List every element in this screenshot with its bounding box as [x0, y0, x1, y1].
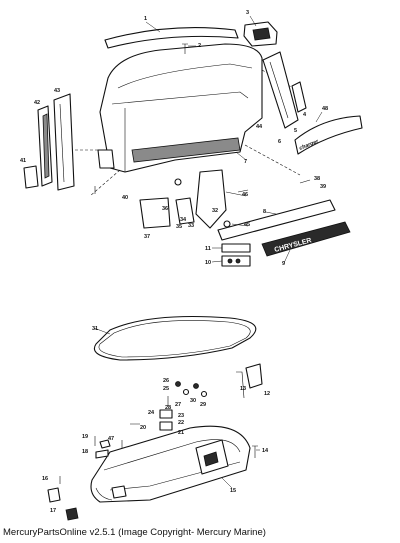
lower-trim-bar[interactable]: [217, 199, 336, 241]
callout-24: 24: [148, 410, 155, 416]
callout-22: 22: [178, 420, 184, 426]
callout-36: 36: [162, 206, 168, 212]
side-panel[interactable]: [262, 51, 299, 129]
callout-3: 3: [246, 10, 249, 16]
callout-15: 15: [230, 488, 236, 494]
callout-10: 10: [205, 260, 211, 266]
image-caption: MercuryPartsOnline v2.5.1 (Image Copyrig…: [3, 527, 266, 538]
top-trim-strip[interactable]: [104, 27, 239, 49]
callout-27: 27: [175, 402, 181, 408]
callout-30: 30: [190, 398, 196, 404]
callout-44: 44: [256, 124, 263, 130]
callout-1: 1: [144, 16, 147, 22]
callout-41: 41: [20, 158, 26, 164]
callout-31: 31: [92, 326, 98, 332]
callout-37: 37: [144, 234, 150, 240]
callout-38: 38: [314, 176, 320, 182]
callout-48: 48: [322, 106, 328, 112]
latch-bracket[interactable]: [23, 165, 39, 189]
callout-21: 21: [178, 430, 184, 436]
exploded-parts-diagram: charger CHRYSLER: [20, 10, 363, 521]
callout-40: 40: [122, 195, 128, 201]
bottom-cowl-assembly: [47, 315, 263, 521]
callout-17: 17: [50, 508, 56, 514]
callout-5: 5: [294, 128, 297, 134]
callout-2: 2: [198, 43, 201, 49]
callout-6: 6: [278, 139, 281, 145]
latch-arm-32[interactable]: [195, 169, 227, 229]
callout-18: 18: [82, 449, 88, 455]
grommet-16[interactable]: [47, 487, 61, 503]
callout-23: 23: [178, 413, 184, 419]
callout-42: 42: [34, 100, 40, 106]
small-plate[interactable]: [291, 81, 307, 113]
callout-47: 47: [108, 436, 114, 442]
callout-4: 4: [303, 112, 307, 118]
latch-plate-37[interactable]: [139, 197, 171, 229]
callout-20: 20: [140, 425, 146, 431]
chrysler-decal[interactable]: [261, 221, 351, 257]
callout-29: 29: [200, 402, 206, 408]
callout-25: 25: [163, 386, 169, 392]
callout-13: 13: [240, 386, 246, 392]
callout-45: 45: [244, 222, 250, 228]
charger-decal[interactable]: [294, 115, 363, 155]
callout-32: 32: [212, 208, 218, 214]
callout-26: 26: [163, 378, 169, 384]
callout-11: 11: [205, 246, 211, 252]
badge-11[interactable]: [221, 243, 251, 253]
bracket-12[interactable]: [245, 363, 263, 389]
callout-9: 9: [282, 261, 285, 267]
callout-8: 8: [263, 209, 266, 215]
callout-7: 7: [244, 159, 247, 165]
top-cowl-assembly: charger CHRYSLER: [23, 21, 363, 267]
callout-39: 39: [320, 184, 326, 190]
callout-46: 46: [242, 192, 248, 198]
callout-19: 19: [82, 434, 88, 440]
cowl-seal[interactable]: [93, 315, 257, 361]
callout-28: 28: [165, 405, 171, 411]
callout-43: 43: [54, 88, 60, 94]
side-strip-43[interactable]: [53, 93, 75, 191]
callout-16: 16: [42, 476, 48, 482]
callout-33: 33: [188, 223, 194, 229]
callout-labels: 1 2 3 4 5 6 7 8 9 10 11 12 13 14 15 16 1…: [20, 10, 328, 514]
leader-lines: [93, 15, 323, 489]
callout-34: 34: [180, 217, 187, 223]
callout-14: 14: [262, 448, 269, 454]
callout-12: 12: [264, 391, 270, 397]
callout-35: 35: [176, 224, 182, 230]
